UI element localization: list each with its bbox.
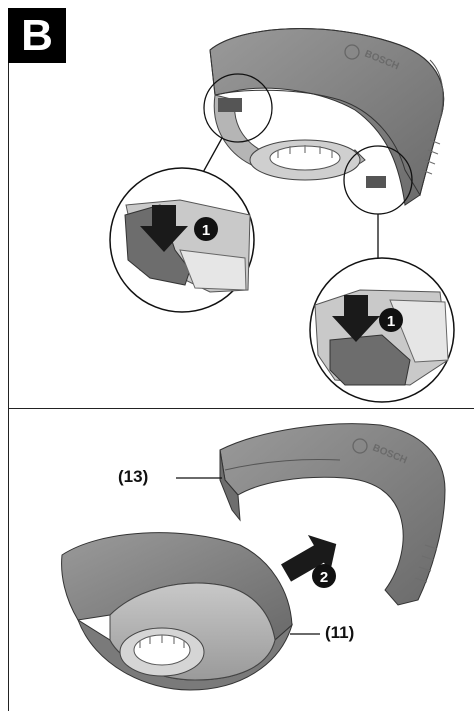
step-number-1a: 1 <box>202 222 210 239</box>
detail-zoom-1 <box>109 167 255 313</box>
left-margin-rule <box>8 63 9 711</box>
step-badge-2 <box>312 564 336 588</box>
guard-lug-right <box>366 176 386 188</box>
callout-guard: (11) <box>325 623 355 642</box>
callout-guard-clip: (13) <box>118 467 149 486</box>
guard-clip-part: BOSCH <box>219 423 446 606</box>
press-down-arrow <box>140 205 188 252</box>
detail-zoom-2 <box>309 257 455 403</box>
push-arrow <box>281 534 337 582</box>
step-badge-1b <box>379 308 403 332</box>
detail-marker-left <box>203 73 273 143</box>
step-number-2: 2 <box>320 569 328 586</box>
step-number-1b: 1 <box>387 313 395 330</box>
section-divider <box>8 408 474 409</box>
wheel-guard-part <box>61 532 293 691</box>
press-down-arrow-2 <box>332 295 380 342</box>
wheel-guard-top: BOSCH <box>209 28 445 206</box>
step-badge-1a <box>194 217 218 241</box>
guard-lug-left <box>218 98 242 112</box>
figure-label: B <box>8 8 66 63</box>
